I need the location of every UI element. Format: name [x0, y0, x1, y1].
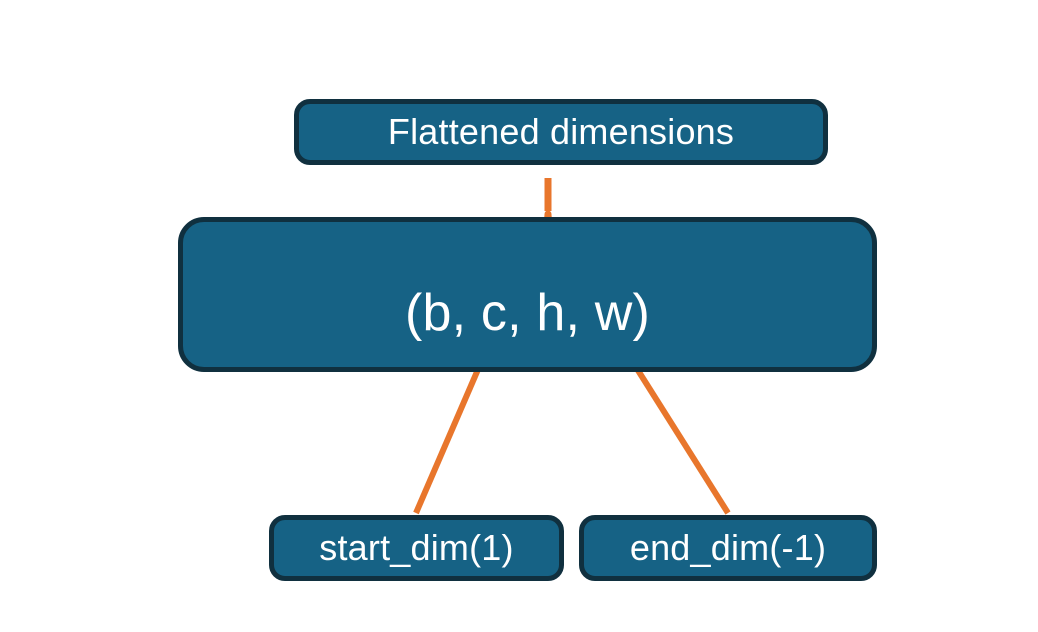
- end-dim-box[interactable]: end_dim(-1): [579, 515, 877, 581]
- tensor-shape-box[interactable]: (b, c, h, w): [178, 217, 877, 372]
- tensor-shape-label: (b, c, h, w): [404, 283, 651, 342]
- start-dim-box[interactable]: start_dim(1): [269, 515, 564, 581]
- end-dim-label: end_dim(-1): [629, 527, 827, 568]
- flattened-dimensions-label: Flattened dimensions: [387, 111, 735, 152]
- start-dim-label: start_dim(1): [319, 527, 514, 568]
- flattened-dimensions-box[interactable]: Flattened dimensions: [294, 99, 828, 165]
